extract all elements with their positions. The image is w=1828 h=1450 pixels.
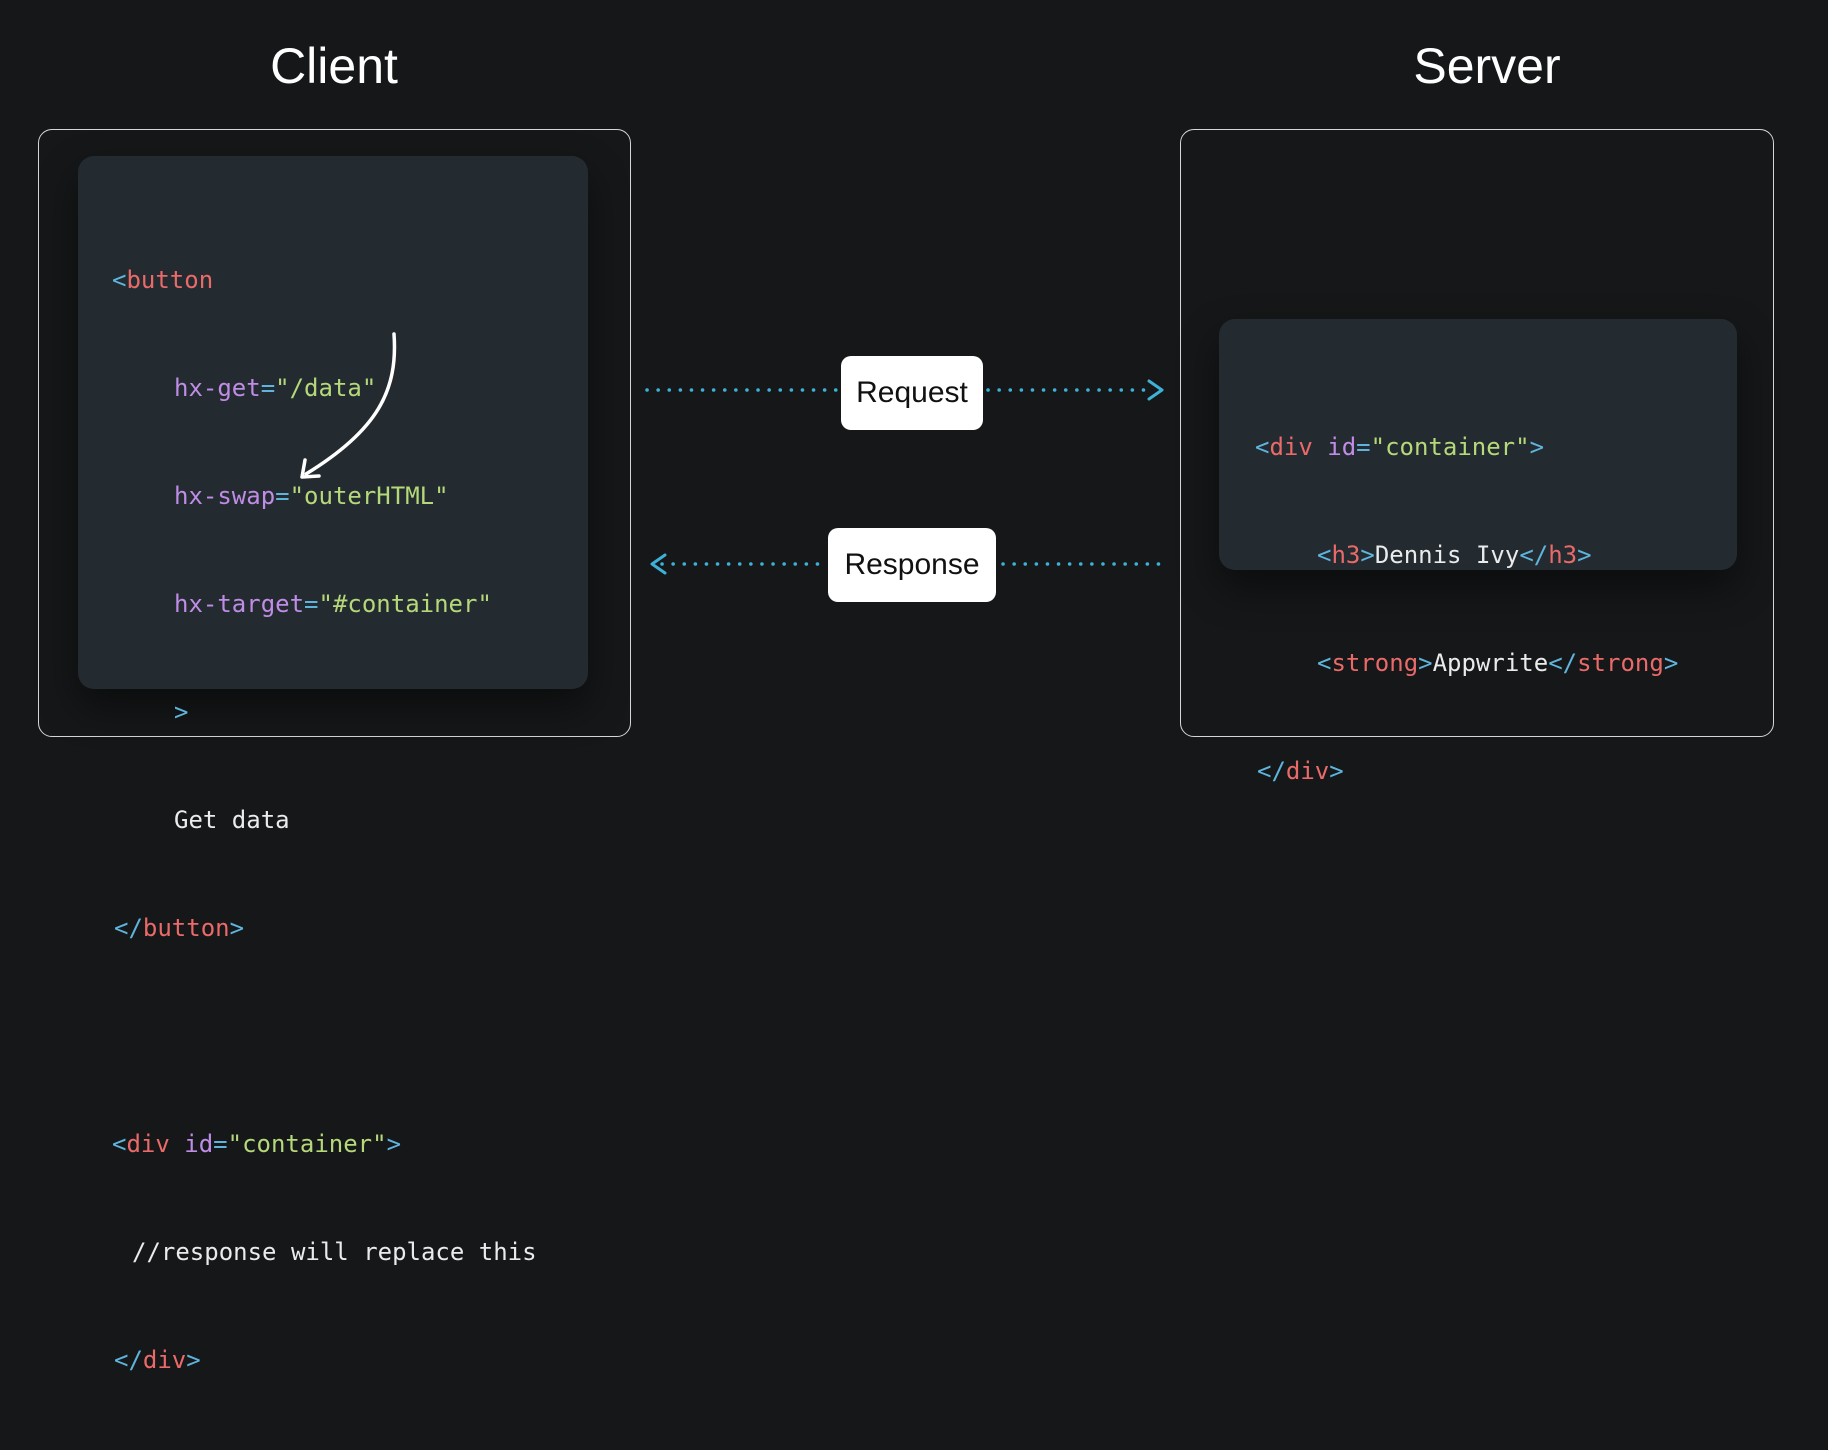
bracket: <: [1255, 433, 1270, 461]
bracket: <: [1317, 649, 1332, 677]
code-line: hx-target="#container": [78, 586, 588, 622]
code-line: hx-swap="outerHTML": [78, 478, 588, 514]
target-curve-arrow-icon: [304, 332, 397, 476]
equals: =: [1356, 433, 1371, 461]
tag-name: h3: [1331, 541, 1361, 569]
bracket: >: [186, 1346, 201, 1374]
server-code-block: <div id="container"> <h3>Dennis Ivy</h3>…: [1219, 319, 1737, 785]
response-label: Response: [828, 528, 996, 602]
attr-name: hx-swap: [174, 482, 276, 510]
attr-value: "container": [227, 1130, 387, 1158]
bracket: >: [1329, 757, 1344, 785]
code-line: <div id="container">: [78, 1126, 588, 1162]
code-line-blank: [78, 1018, 588, 1054]
attr-name: hx-target: [174, 590, 305, 618]
attr-value: "outerHTML": [289, 482, 449, 510]
client-code-block: <button hx-get="/data" hx-swap="outerHTM…: [78, 156, 588, 1374]
code-line: <h3>Dennis Ivy</h3>: [1219, 537, 1737, 573]
connector-overlay: [300, 332, 1166, 575]
bracket: >: [174, 698, 189, 726]
code-line: </div>: [1219, 753, 1737, 789]
equals: =: [304, 590, 319, 618]
bracket: >: [1360, 541, 1375, 569]
tag-name: div: [1269, 433, 1313, 461]
code-line: //response will replace this: [78, 1234, 588, 1270]
code-line: <div id="container">: [1219, 429, 1737, 465]
code-line: Get data: [78, 802, 588, 838]
heading-text: Dennis Ivy: [1374, 541, 1520, 569]
attr-value: "/data": [275, 374, 377, 402]
code-line: </div>: [78, 1342, 588, 1378]
response-arrowhead-icon: [650, 553, 667, 575]
client-panel: <button hx-get="/data" hx-swap="outerHTM…: [38, 129, 631, 1374]
attr-name: id: [1327, 433, 1357, 461]
bracket: </: [1548, 649, 1578, 677]
attr-name: hx-get: [174, 374, 261, 402]
bracket: </: [114, 914, 143, 942]
tag-name: div: [1285, 757, 1330, 785]
server-panel: <div id="container"> <h3>Dennis Ivy</h3>…: [1180, 129, 1774, 785]
server-code: <div id="container"> <h3>Dennis Ivy</h3>…: [1219, 357, 1737, 861]
tag-name: button: [142, 914, 230, 942]
bracket: </: [1257, 757, 1286, 785]
code-line: >: [78, 694, 588, 730]
bracket: >: [1418, 649, 1433, 677]
bracket: <: [112, 266, 127, 294]
code-line: <button: [78, 262, 588, 298]
bracket: >: [386, 1130, 402, 1158]
bracket: >: [229, 914, 245, 942]
request-label: Request: [841, 356, 983, 430]
code-comment: //response will replace this: [132, 1238, 537, 1266]
bracket: <: [1317, 541, 1332, 569]
client-title: Client: [270, 38, 398, 94]
bracket: >: [1577, 541, 1592, 569]
attr-value: "container": [1370, 433, 1530, 461]
code-line: </button>: [78, 910, 588, 946]
button-text: Get data: [174, 806, 290, 834]
bracket: >: [1529, 433, 1545, 461]
equals: =: [213, 1130, 228, 1158]
tag-name: strong: [1331, 649, 1419, 677]
tag-name: div: [142, 1346, 187, 1374]
bracket: <: [112, 1130, 127, 1158]
tag-name: strong: [1577, 649, 1664, 677]
bracket: >: [1663, 649, 1679, 677]
strong-text: Appwrite: [1432, 649, 1549, 677]
bracket: </: [1519, 541, 1549, 569]
server-title: Server: [1413, 38, 1561, 94]
equals: =: [275, 482, 290, 510]
request-arrowhead-icon: [1147, 379, 1164, 401]
attr-value: "#container": [318, 590, 492, 618]
tag-name: div: [126, 1130, 170, 1158]
tag-name: button: [126, 266, 214, 294]
tag-name: h3: [1548, 541, 1578, 569]
code-line: <strong>Appwrite</strong>: [1219, 645, 1737, 681]
target-curve-arrowhead-icon: [300, 458, 321, 479]
bracket: </: [114, 1346, 143, 1374]
attr-name: id: [184, 1130, 214, 1158]
code-line: hx-get="/data": [78, 370, 588, 406]
equals: =: [260, 374, 276, 402]
